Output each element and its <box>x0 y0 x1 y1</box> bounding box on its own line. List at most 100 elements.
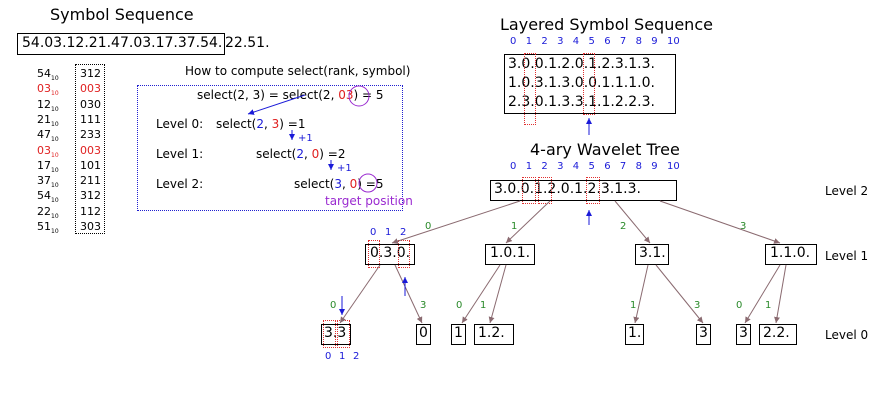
base-subscript: 10 <box>51 182 59 190</box>
level1-highlight-0 <box>368 240 380 268</box>
layered-index: 10 <box>667 36 680 47</box>
symbol-value: 22 <box>37 204 51 218</box>
layered-index: 1 <box>525 36 533 47</box>
formula-left: select(2, 3) = select(2, <box>197 88 339 102</box>
level0-node-1 <box>416 324 431 345</box>
code-column-box <box>75 64 105 234</box>
symbol-value: 12 <box>37 97 51 111</box>
base-subscript: 10 <box>51 105 59 113</box>
level1-node-2 <box>635 244 669 265</box>
symbol-value: 17 <box>37 158 51 172</box>
edge-label-bottom: 0 <box>736 300 743 311</box>
layered-row: 2.3.0.1.3.3.1.1.2.2.3. <box>508 94 655 110</box>
level1-node-1 <box>485 244 535 265</box>
howto-level-formula: select(2, 3) =1 <box>216 117 305 131</box>
symbol-sequence-boxed: 54.03.12.21.47.03.17.37.54. <box>22 35 223 51</box>
tree-root-index: 9 <box>651 161 658 172</box>
edge-label-top: 2 <box>620 221 627 232</box>
level0-node-2-text: 1 <box>454 325 463 341</box>
symbol-code: 111 <box>80 112 101 126</box>
level0-node-1-text: 0 <box>419 325 428 341</box>
level1-node-0-text: 0.3.0. <box>370 245 411 261</box>
tree-root-index: 1 <box>525 161 533 172</box>
level1-node-3 <box>765 244 817 265</box>
edge-root-1 <box>505 200 551 244</box>
edge-l1-3-1 <box>774 264 787 324</box>
level1-node-1-text: 1.0.1. <box>490 245 531 261</box>
formula-part-b: 0 <box>311 147 320 161</box>
level0-node-4-text: 1. <box>628 325 642 341</box>
tree-root-index: 8 <box>635 161 642 172</box>
tree-root-index: 7 <box>619 161 627 172</box>
base-subscript: 10 <box>51 151 59 159</box>
level1-highlight-2 <box>398 240 410 268</box>
howto-title: How to compute select(rank, symbol) <box>185 64 411 78</box>
edge-label-top: 3 <box>740 221 747 232</box>
level-0-label: Level 0 <box>825 328 869 342</box>
layered-index: 6 <box>604 36 611 47</box>
tree-root-index: 10 <box>667 161 680 172</box>
formula-part-pre: select( <box>216 117 257 131</box>
level1-node-3-text: 1.1.0. <box>770 245 811 261</box>
level1-index: 1 <box>385 227 392 238</box>
howto-level-formula: select(2, 0) =2 <box>256 147 345 161</box>
target-position-label: target position <box>325 194 413 208</box>
base-subscript: 10 <box>51 121 59 129</box>
symbol-row-value: 4710 <box>37 128 59 143</box>
edge-label-bottom: 3 <box>694 300 701 311</box>
symbol-code: 303 <box>80 220 101 233</box>
level0-node-2 <box>451 324 466 345</box>
formula-part-post: ) =2 <box>319 147 346 161</box>
base-subscript: 10 <box>51 90 59 98</box>
layered-title: Layered Symbol Sequence <box>500 15 713 34</box>
symbol-value: 54 <box>37 67 51 80</box>
layered-index: 3 <box>557 36 564 47</box>
formula-part-a: 2 <box>256 117 264 131</box>
tree-title: 4-ary Wavelet Tree <box>530 140 680 159</box>
symbol-code: 003 <box>80 143 101 157</box>
edge-l1-2-1 <box>633 264 649 324</box>
blue-arrows <box>247 94 592 315</box>
tree-root-index: 4 <box>572 161 580 172</box>
howto-arrow-0 <box>247 94 306 115</box>
level1-node-2-text: 3.1. <box>639 245 666 261</box>
howto-step-label: +1 <box>298 133 313 144</box>
edge-l1-1-0 <box>461 264 501 324</box>
symbol-code: 312 <box>80 67 101 80</box>
tree-root-index: 0 <box>510 161 517 172</box>
base-subscript: 10 <box>51 197 59 205</box>
layered-highlight-col5 <box>583 53 595 115</box>
edge-label-top: 1 <box>511 221 518 232</box>
layered-row: 3.0.0.1.2.0.1.2.3.1.3. <box>508 56 655 72</box>
layered-index: 4 <box>572 36 580 47</box>
symbol-row-value: 1210 <box>37 98 59 113</box>
symbol-row-value: 5110 <box>37 220 59 235</box>
level0-node-7-text: 2.2. <box>763 325 790 341</box>
symbol-row-value: 3710 <box>37 174 59 189</box>
formula-part-pre: select( <box>256 147 297 161</box>
root-highlight-1 <box>522 177 536 204</box>
symbol-row-value: 2110 <box>37 113 59 128</box>
level0-index: 0 <box>325 351 332 362</box>
symbol-code: 112 <box>80 204 101 218</box>
tree-root-index: 5 <box>588 161 595 172</box>
layered-row: 1.0.3.1.3.0.0.1.1.1.0. <box>508 75 655 91</box>
formula-part-post: ) =1 <box>279 117 306 131</box>
symbol-value: 37 <box>37 174 51 188</box>
howto-level-label: Level 0: <box>156 117 204 131</box>
level0-node-6-text: 3 <box>739 325 748 341</box>
target-circle-bottom <box>358 173 378 193</box>
level1-index: 0 <box>370 227 377 238</box>
edge-label-top: 0 <box>425 221 432 232</box>
edge-label-bottom: 1 <box>480 300 487 311</box>
symbol-value: 51 <box>37 220 51 233</box>
edge-l1-3-0 <box>744 264 781 324</box>
howto-panel <box>137 85 403 211</box>
base-subscript: 10 <box>51 212 59 220</box>
layered-index: 9 <box>651 36 658 47</box>
level0-node-5-text: 3 <box>699 325 708 341</box>
edge-label-bottom: 1 <box>765 300 772 311</box>
level0-node-0 <box>321 324 351 345</box>
symbol-code: 233 <box>80 128 101 142</box>
symbol-code: 312 <box>80 189 101 203</box>
